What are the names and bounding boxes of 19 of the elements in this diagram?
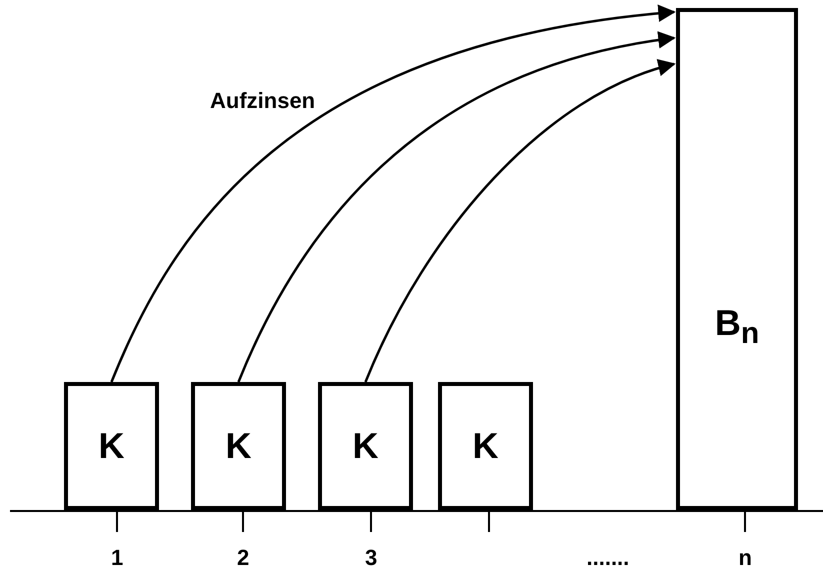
node-label: B$_{n}$ bbox=[714, 302, 760, 352]
arrow bbox=[364, 60, 676, 382]
tick-label: n bbox=[738, 545, 752, 571]
amount-box bbox=[64, 382, 159, 510]
tick-label: 2 bbox=[237, 545, 250, 571]
final-value-bar bbox=[676, 8, 798, 510]
tick-label: 1 bbox=[111, 545, 124, 571]
node-label: K bbox=[352, 425, 378, 467]
tick-label: 3 bbox=[365, 545, 378, 571]
node-label: K bbox=[98, 425, 124, 467]
annotation-text: Aufzinsen bbox=[210, 88, 316, 114]
arrow bbox=[237, 32, 676, 382]
node-label: K bbox=[472, 425, 498, 467]
arrow bbox=[110, 5, 676, 382]
amount-box bbox=[191, 382, 286, 510]
node-label: K bbox=[226, 425, 252, 467]
amount-box bbox=[318, 382, 413, 510]
amount-box bbox=[438, 382, 533, 510]
ellipsis-text: ....... bbox=[586, 545, 630, 571]
